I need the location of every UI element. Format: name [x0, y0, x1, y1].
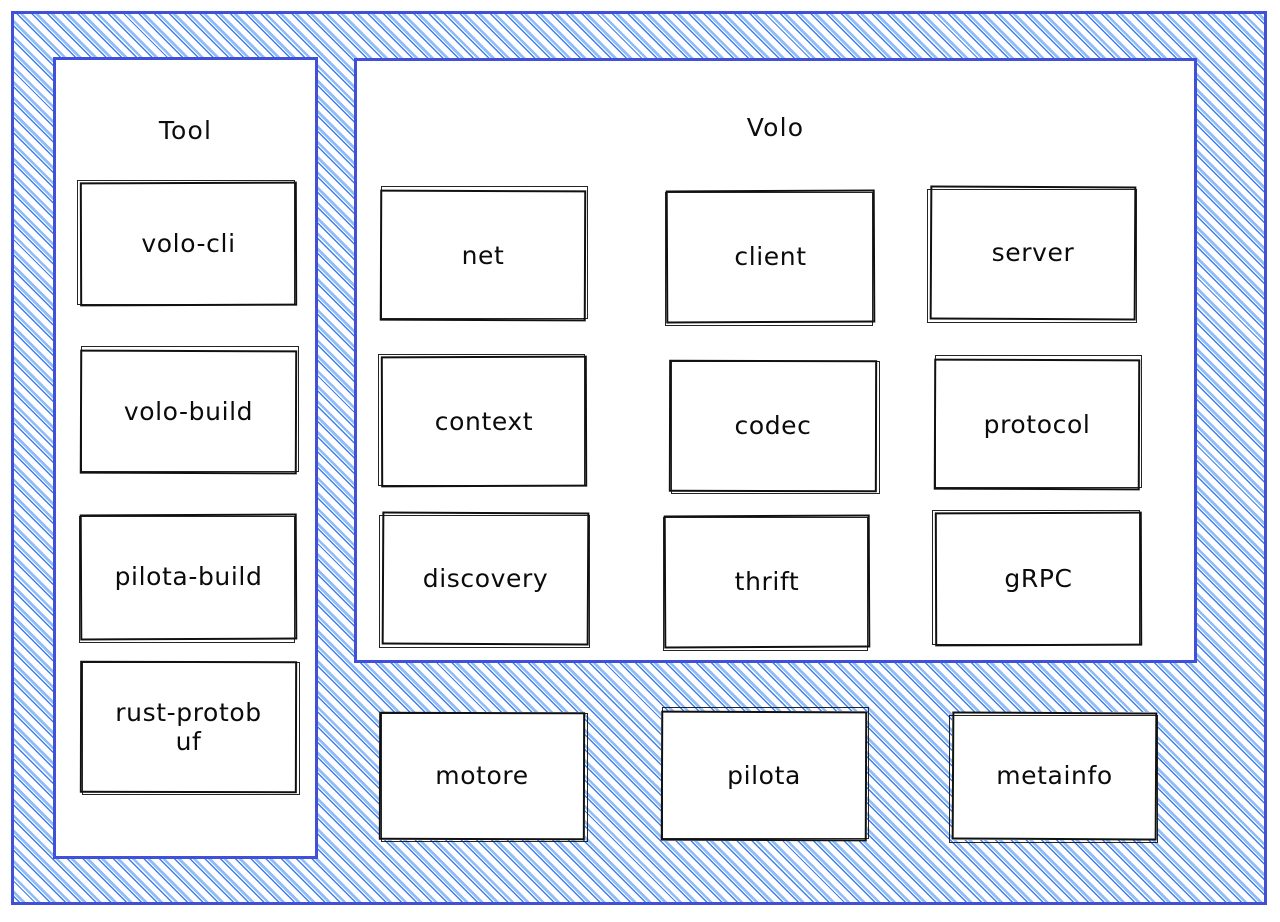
node-metainfo[interactable]: metainfo: [949, 712, 1158, 843]
node-metainfo-label: metainfo: [996, 761, 1113, 791]
node-context-label: context: [434, 406, 534, 436]
node-rust-protobuf-label: rust-protob uf: [115, 697, 262, 757]
node-server-label: server: [991, 238, 1075, 268]
node-net[interactable]: net: [380, 186, 588, 321]
node-rust-protobuf[interactable]: rust-protob uf: [80, 661, 300, 795]
node-thrift-label: thrift: [734, 566, 800, 596]
node-net-label: net: [461, 240, 505, 270]
node-motore[interactable]: motore: [379, 712, 588, 842]
node-grpc[interactable]: gRPC: [932, 510, 1142, 646]
node-thrift[interactable]: thrift: [663, 515, 870, 651]
node-volo-build[interactable]: volo-build: [80, 346, 299, 474]
node-pilota-label: pilota: [727, 761, 801, 791]
node-client-label: client: [734, 241, 807, 271]
node-context[interactable]: context: [378, 354, 587, 487]
node-pilota-build[interactable]: pilota-build: [79, 514, 297, 643]
node-volo-cli[interactable]: volo-cli: [77, 180, 297, 306]
node-volo-cli-label: volo-cli: [141, 229, 236, 259]
node-volo-build-label: volo-build: [123, 397, 254, 427]
node-client[interactable]: client: [665, 190, 875, 326]
node-codec-label: codec: [734, 411, 812, 441]
panel-volo-title: Volo: [746, 113, 805, 142]
node-motore-label: motore: [435, 761, 529, 791]
node-protocol-label: protocol: [983, 409, 1091, 439]
node-protocol[interactable]: protocol: [934, 355, 1142, 490]
node-discovery-label: discovery: [422, 563, 549, 593]
panel-tool-title: Tool: [158, 116, 213, 145]
node-server[interactable]: server: [927, 186, 1137, 323]
node-codec[interactable]: codec: [669, 360, 880, 494]
node-pilota-build-label: pilota-build: [114, 562, 263, 592]
node-pilota[interactable]: pilota: [661, 707, 869, 841]
node-discovery[interactable]: discovery: [379, 512, 590, 648]
node-grpc-label: gRPC: [1004, 564, 1073, 594]
